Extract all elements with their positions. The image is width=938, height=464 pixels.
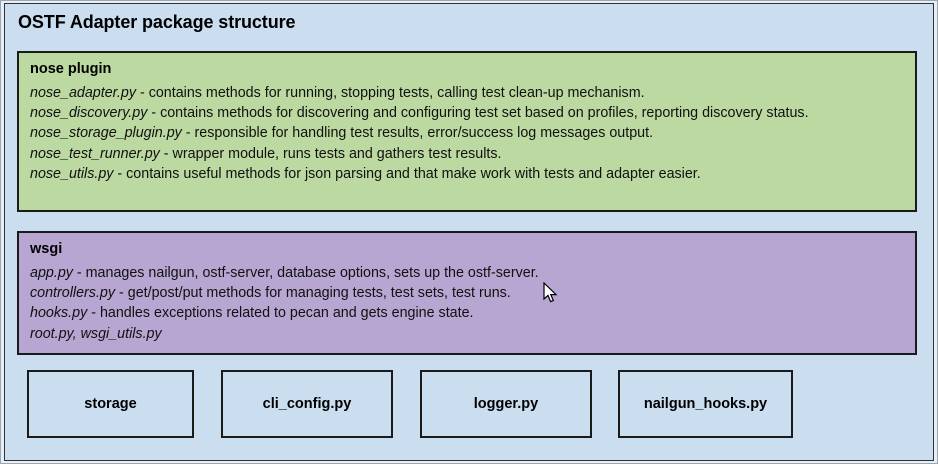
ostf-adapter-panel: OSTF Adapter package structure nose plug… [4,3,934,461]
module-description: - contains useful methods for json parsi… [113,165,701,182]
module-description: - responsible for handling test results,… [181,125,654,142]
module-name: nose_adapter.py [30,85,136,101]
list-item: nose_test_runner.py - wrapper module, ru… [30,144,907,164]
leaf-box-nailgun-hooks: nailgun_hooks.py [618,370,793,438]
module-name: nose_storage_plugin.py [30,125,182,142]
page-title: OSTF Adapter package structure [18,12,296,32]
module-description: - manages nailgun, ostf-server, database… [72,265,539,281]
list-item: hooks.py - handles exceptions related to… [30,303,907,323]
group-box-nose-plugin: nose plugin nose_adapter.py - contains m… [17,51,917,212]
list-item: nose_adapter.py - contains methods for r… [30,83,907,103]
module-name: app.py [30,265,73,281]
module-description: - contains methods for discovering and c… [147,105,809,122]
list-item: nose_utils.py - contains useful methods … [30,164,907,184]
module-description: - wrapper module, runs tests and gathers… [159,145,502,162]
module-name: nose_test_runner.py [30,145,160,162]
leaf-box-storage: storage [27,370,194,438]
group-lines-nose-plugin: nose_adapter.py - contains methods for r… [30,83,907,184]
list-item: controllers.py - get/post/put methods fo… [30,283,907,303]
list-item: root.py, wsgi_utils.py [30,324,907,344]
leaf-box-logger: logger.py [420,370,592,438]
leaf-box-label: storage [84,396,137,412]
leaf-box-label: logger.py [473,396,539,412]
module-name: nose_utils.py [30,165,114,182]
group-box-wsgi: wsgi app.py - manages nailgun, ostf-serv… [17,231,917,355]
leaf-box-label: cli_config.py [262,396,352,412]
group-header-nose-plugin: nose plugin [30,61,112,77]
leaf-box-label: nailgun_hooks.py [643,396,768,412]
leaf-box-row: storage cli_config.py logger.py nailgun_… [5,4,933,460]
list-item: nose_discovery.py - contains methods for… [30,103,907,123]
list-item: app.py - manages nailgun, ostf-server, d… [30,263,907,283]
leaf-box-cli-config: cli_config.py [221,370,393,438]
module-description: - handles exceptions related to pecan an… [87,305,474,322]
module-name: controllers.py [30,285,116,302]
group-header-wsgi: wsgi [30,241,63,257]
module-name: nose_discovery.py [30,105,148,122]
module-name: root.py, wsgi_utils.py [30,325,162,342]
list-item: nose_storage_plugin.py - responsible for… [30,123,907,143]
module-description: - get/post/put methods for managing test… [115,285,511,302]
module-description: - contains methods for running, stopping… [135,85,645,101]
module-name: hooks.py [30,305,88,322]
group-lines-wsgi: app.py - manages nailgun, ostf-server, d… [30,263,907,344]
